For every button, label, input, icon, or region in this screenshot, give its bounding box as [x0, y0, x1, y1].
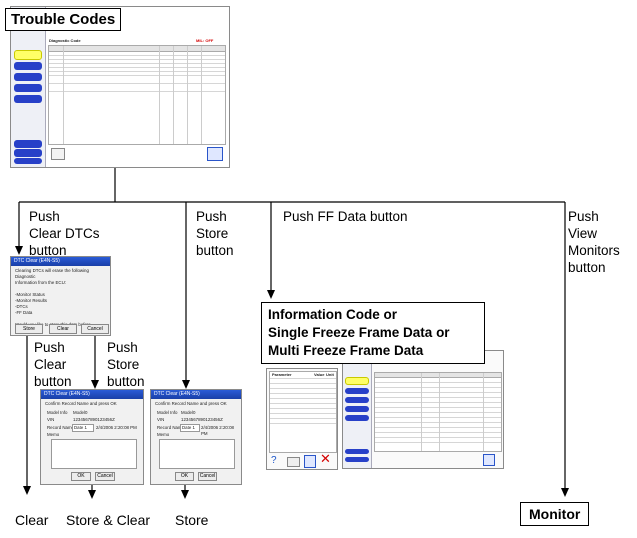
save-icon[interactable]: [483, 454, 495, 466]
screen-header: Diagnostic Code: [49, 38, 81, 43]
dialog-prompt: Confirm Record Name and press OK: [155, 401, 227, 406]
model-label: Model Info: [47, 410, 68, 415]
sidebar-button[interactable]: [345, 377, 369, 385]
dialog-cancel-button[interactable]: Cancel: [81, 324, 109, 334]
sidebar-button[interactable]: [14, 62, 42, 70]
screen-toolbar-button[interactable]: [51, 148, 65, 160]
close-icon[interactable]: ✕: [320, 451, 331, 466]
sidebar-button[interactable]: [14, 158, 42, 164]
save-icon[interactable]: [207, 147, 223, 161]
store-clear-dialog: DTC Clear (E4N-S5) Confirm Record Name a…: [40, 389, 144, 485]
action-view-monitors: Push View Monitors button: [568, 209, 620, 275]
outcome-monitor-label: Monitor: [529, 506, 581, 522]
trouble-codes-screenshot: Diagnostic Code MIL: OFF: [10, 6, 230, 168]
dialog-title: DTC Clear (E4N-S5): [154, 391, 200, 397]
sidebar-button[interactable]: [14, 73, 42, 81]
sidebar-button[interactable]: [14, 84, 42, 92]
sidebar-button[interactable]: [14, 140, 42, 148]
dialog-title: DTC Clear (E4N-S5): [14, 258, 60, 264]
freeze-frame-screenshot-multi: [342, 350, 504, 469]
memo-field[interactable]: [51, 439, 137, 469]
ff-table: Parameter Value Unit: [269, 371, 337, 453]
dialog-clear-button[interactable]: Clear: [49, 324, 77, 334]
dialog-ok-button[interactable]: OK: [175, 472, 194, 481]
record-label: Record Name: [47, 425, 75, 430]
sidebar-button-trouble-codes[interactable]: [14, 50, 42, 60]
sidebar-button[interactable]: [345, 415, 369, 421]
title-box: Trouble Codes: [5, 8, 122, 31]
model-value: Model0: [73, 410, 88, 415]
sidebar-button[interactable]: [345, 397, 369, 403]
vin-label: VIN: [47, 417, 55, 422]
dialog-prompt: Confirm Record Name and press OK: [45, 401, 117, 406]
sidebar-button[interactable]: [345, 388, 369, 394]
outcome-store: Store: [175, 512, 209, 528]
info-line-1: Information Code or: [268, 307, 397, 322]
action-store: Push Store button: [196, 209, 234, 258]
vin-value: 1234567890123456Z: [73, 417, 115, 422]
dialog-cancel-button[interactable]: Cancel: [95, 472, 115, 481]
screen-sidebar: [11, 7, 46, 167]
memo-field[interactable]: [159, 439, 235, 469]
sidebar-button[interactable]: [345, 406, 369, 412]
action-ff-data: Push FF Data button: [283, 209, 408, 224]
title-box-label: Trouble Codes: [11, 11, 116, 28]
action-clear-button: Push Clear button: [34, 340, 72, 389]
model-label: Model Info: [157, 410, 178, 415]
clear-dtc-dialog: DTC Clear (E4N-S5) Clearing DTCs will er…: [10, 256, 111, 336]
sidebar-button[interactable]: [14, 95, 42, 103]
model-value: Model0: [181, 410, 196, 415]
store-dialog: DTC Clear (E4N-S5) Confirm Record Name a…: [150, 389, 242, 485]
print-icon[interactable]: [287, 457, 300, 467]
dialog-ok-button[interactable]: OK: [71, 472, 91, 481]
record-name-field[interactable]: Date 1: [180, 424, 200, 432]
info-line-3: Multi Freeze Frame Data: [268, 343, 424, 358]
sidebar-button[interactable]: [14, 149, 42, 157]
memo-label: Memo: [47, 432, 60, 437]
save-icon[interactable]: [304, 455, 316, 468]
ff-header-unit: Unit: [326, 372, 334, 377]
outcome-monitor: Monitor: [520, 502, 590, 526]
ff-multi-table: [374, 372, 502, 452]
record-name-field[interactable]: Date 1: [72, 424, 94, 432]
action-store-button: Push Store button: [107, 340, 145, 389]
ff-header-value: Value: [314, 372, 325, 377]
info-box: Information Code or Single Freeze Frame …: [261, 302, 485, 364]
freeze-frame-screenshot-single: Parameter Value Unit ? ✕: [266, 368, 338, 470]
memo-label: Memo: [157, 432, 170, 437]
record-date: 2/4/2006 2:20:08 PM: [96, 425, 137, 430]
sidebar-button[interactable]: [345, 449, 369, 454]
screen-sidebar: [343, 351, 372, 468]
sidebar-button[interactable]: [345, 457, 369, 462]
dialog-cancel-button[interactable]: Cancel: [198, 472, 217, 481]
vin-label: VIN: [157, 417, 165, 422]
record-date: 2/4/2006 2:20:08 PM: [201, 425, 234, 436]
dialog-store-button[interactable]: Store: [15, 324, 43, 334]
action-clear-dtcs: Push Clear DTCs button: [29, 209, 100, 258]
dtc-table: [48, 45, 226, 145]
ff-header-parameter: Parameter: [272, 372, 292, 377]
dialog-title: DTC Clear (E4N-S5): [44, 391, 90, 397]
mil-status: MIL: OFF: [196, 38, 214, 43]
outcome-clear: Clear: [15, 512, 49, 528]
vin-value: 1234567890123456Z: [181, 417, 223, 422]
outcome-store-clear: Store & Clear: [66, 512, 151, 528]
help-icon[interactable]: ?: [271, 455, 277, 466]
record-label: Record Name: [157, 425, 185, 430]
info-line-2: Single Freeze Frame Data or: [268, 325, 450, 340]
